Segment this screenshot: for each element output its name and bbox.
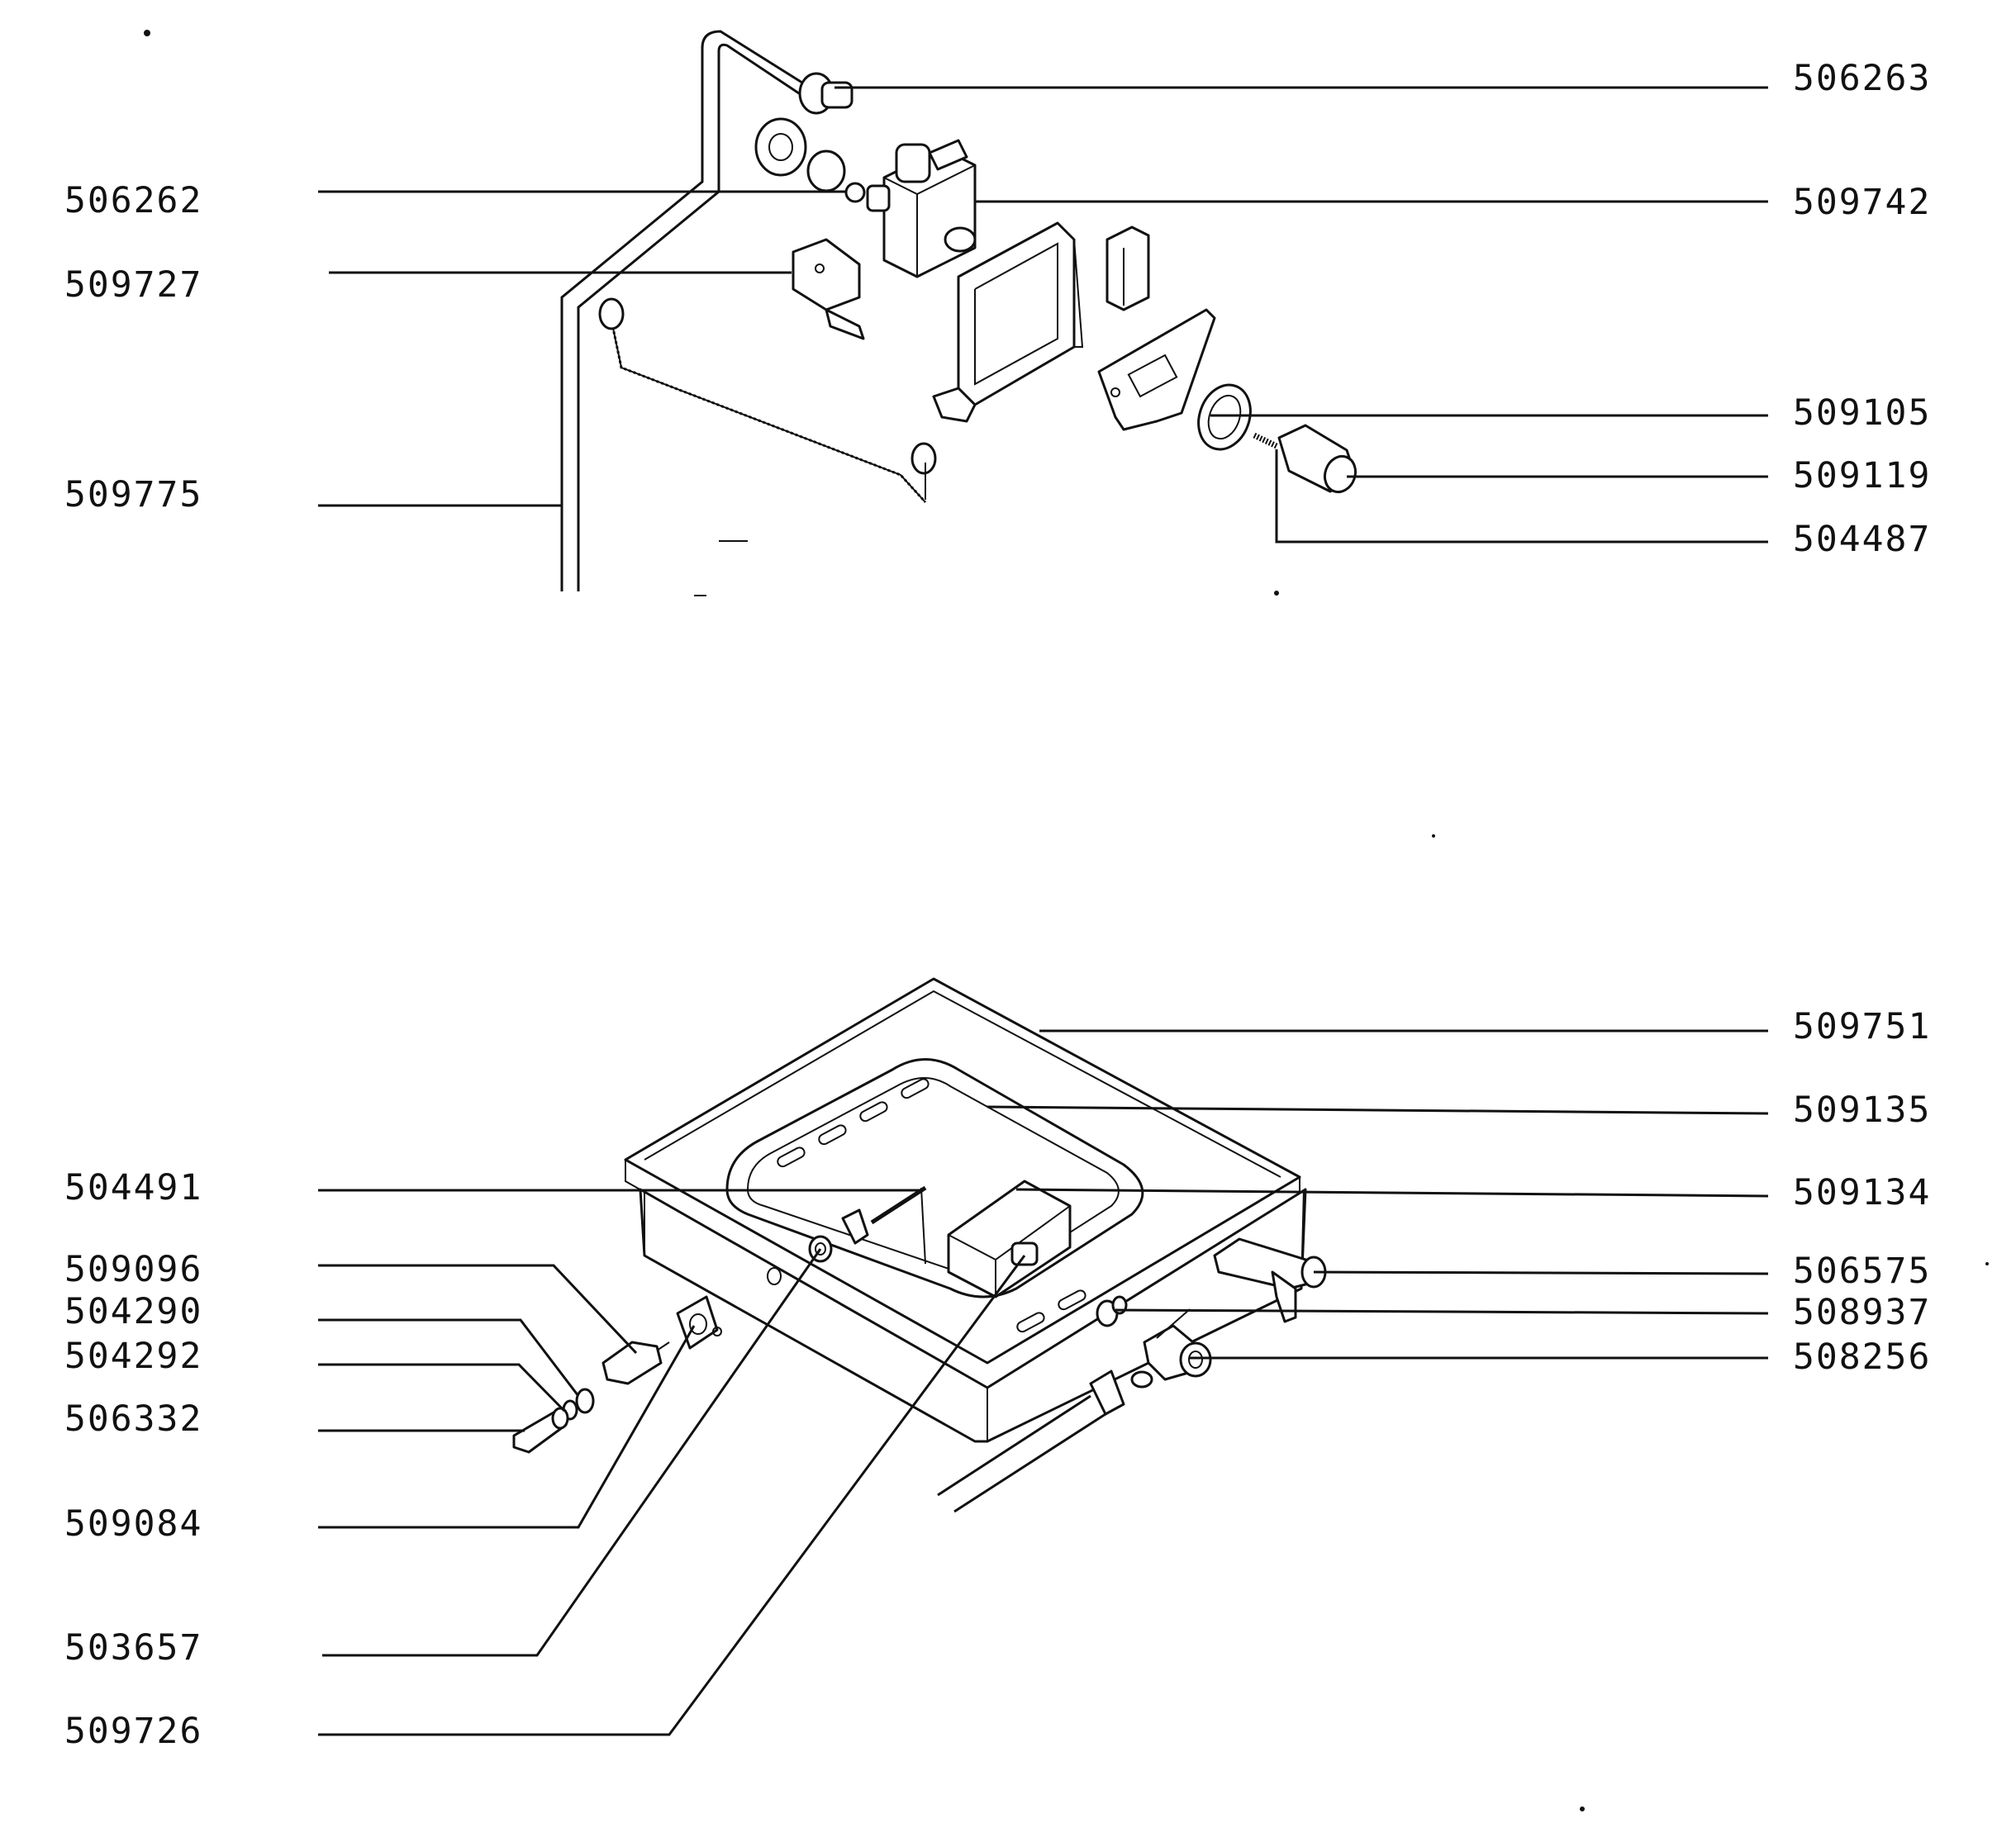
- tray-hole: [767, 1267, 782, 1285]
- part-label-508256: 508256: [1793, 1336, 1931, 1378]
- electrode-504491: [841, 1185, 927, 1265]
- part-label-504491: 504491: [64, 1167, 202, 1208]
- part-label-506575: 506575: [1793, 1251, 1931, 1292]
- ring-509105: [1197, 383, 1252, 451]
- igniter-box-509134: [947, 1180, 1072, 1298]
- part-label-509084: 509084: [64, 1503, 202, 1545]
- microswitch-509727: [792, 238, 865, 340]
- spark-plug-509096: [601, 1341, 670, 1385]
- knob-509119: [1277, 424, 1357, 494]
- valve-mounting-bracket: [932, 221, 1084, 423]
- washer-504290: [575, 1388, 595, 1414]
- part-label-509742: 509742: [1793, 182, 1931, 223]
- valve-fittings: [754, 117, 866, 203]
- screw-504487: [1253, 432, 1278, 449]
- part-label-503657: 503657: [64, 1627, 202, 1669]
- bottom-leader-lines: [318, 1029, 1769, 1736]
- u-bracket: [1105, 226, 1150, 311]
- part-label-509119: 509119: [1793, 455, 1931, 496]
- part-label-508937: 508937: [1793, 1292, 1931, 1333]
- part-label-509134: 509134: [1793, 1172, 1931, 1213]
- part-label-509135: 509135: [1793, 1090, 1931, 1131]
- pipe-nut-506263: [798, 72, 853, 115]
- gas-supply-pipe: [560, 30, 819, 591]
- knob-mounting-plate: [1097, 308, 1216, 431]
- top-assembly-drawing: [560, 30, 1357, 591]
- part-label-509775: 509775: [64, 474, 202, 515]
- bracket-509084: [676, 1295, 722, 1350]
- burner-slots: [777, 1078, 1086, 1333]
- part-label-509105: 509105: [1793, 392, 1931, 434]
- part-label-504292: 504292: [64, 1336, 202, 1377]
- thermocouple-506575: [1213, 1237, 1327, 1323]
- part-label-504290: 504290: [64, 1291, 202, 1332]
- part-label-506332: 506332: [64, 1398, 202, 1440]
- part-label-509726: 509726: [64, 1711, 202, 1752]
- part-label-509096: 509096: [64, 1249, 202, 1290]
- part-label-506263: 506263: [1793, 58, 1931, 99]
- fitting-508256: [1130, 1308, 1212, 1389]
- flexible-hose-509775: [598, 297, 937, 504]
- injector-pipe: [937, 1370, 1125, 1513]
- bottom-assembly-drawing: [512, 977, 1327, 1513]
- part-label-509727: 509727: [64, 264, 202, 306]
- part-label-504487: 504487: [1793, 519, 1931, 560]
- gas-valve-509742: [866, 139, 977, 278]
- part-number-labels: 506262 509727 509775 506263 509742 50910…: [64, 58, 1931, 1752]
- part-label-509751: 509751: [1793, 1006, 1931, 1047]
- scan-specks: [144, 30, 1989, 1811]
- part-label-506262: 506262: [64, 180, 202, 221]
- top-leader-lines: [318, 86, 1768, 544]
